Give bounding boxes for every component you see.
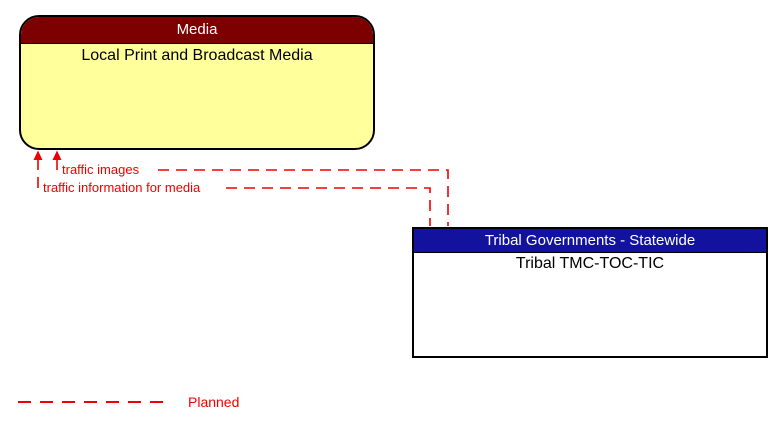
arrowhead-up-icon	[33, 150, 43, 160]
media-box-header: Media	[21, 17, 373, 44]
entity-box-tribal-governments: Tribal Governments - Statewide Tribal TM…	[412, 227, 768, 358]
connection-line-traffic-info	[226, 187, 431, 226]
flow-label-traffic-images: traffic images	[62, 162, 140, 177]
connection-line-traffic-images	[158, 169, 449, 226]
arrowhead-up-icon	[52, 150, 62, 160]
tribal-box-header: Tribal Governments - Statewide	[414, 229, 766, 253]
entity-box-media: Media Local Print and Broadcast Media	[19, 15, 375, 150]
media-box-body: Local Print and Broadcast Media	[81, 47, 313, 64]
legend-label-planned: Planned	[188, 394, 240, 410]
flow-label-traffic-information-for-media: traffic information for media	[43, 180, 201, 195]
tribal-box-body: Tribal TMC-TOC-TIC	[515, 255, 665, 272]
